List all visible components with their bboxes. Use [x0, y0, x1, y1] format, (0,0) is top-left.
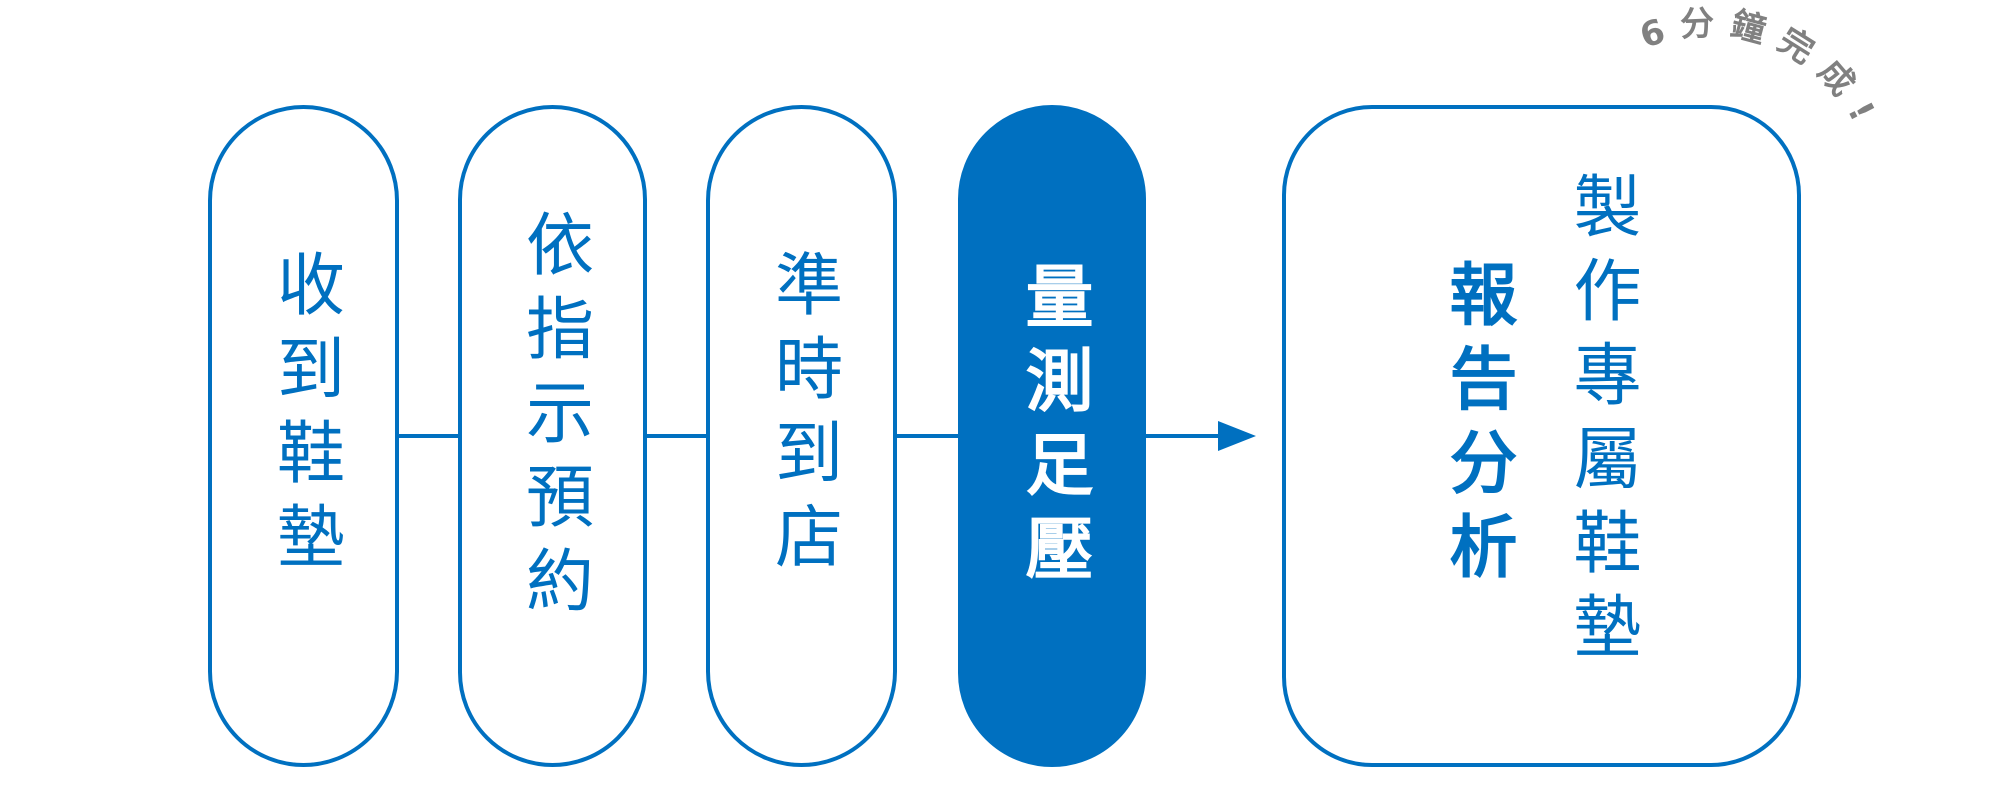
- custom-insole-label: 製作專屬鞋墊: [1561, 171, 1640, 675]
- connector-line: [897, 434, 958, 438]
- badge-text: 6分鐘完成!: [1635, 3, 1888, 140]
- connector-line: [647, 434, 706, 438]
- arrow-icon: [1146, 421, 1256, 451]
- step-label: 準時到店: [762, 249, 842, 585]
- step-measure-foot-pressure: 量測足壓: [958, 105, 1146, 767]
- step-label: 收到鞋墊: [264, 249, 344, 585]
- final-step-report: 報告分析 製作專屬鞋墊: [1282, 105, 1801, 767]
- step-label: 依指示預約: [513, 209, 593, 629]
- connector-line: [399, 434, 458, 438]
- step-receive-insoles: 收到鞋墊: [208, 105, 399, 767]
- step-label: 量測足壓: [1013, 261, 1092, 597]
- step-arrive-on-time: 準時到店: [706, 105, 897, 767]
- step-book-appointment: 依指示預約: [458, 105, 647, 767]
- report-analysis-label: 報告分析: [1437, 259, 1516, 595]
- badge-text-path: 6分鐘完成!: [1635, 3, 1874, 140]
